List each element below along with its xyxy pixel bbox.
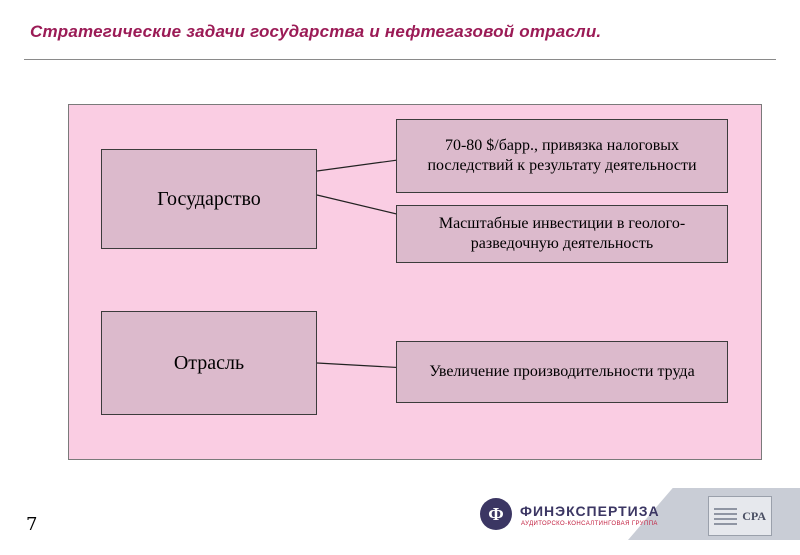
node-price-tax-link: 70-80 $/барр., привязка налоговых послед… <box>396 119 728 193</box>
node-productivity-increase: Увеличение производительности труда <box>396 341 728 403</box>
finexpertiza-logo-icon: Ф <box>480 498 512 530</box>
cpa-badge-fine-print <box>714 505 738 528</box>
node-industry: Отрасль <box>101 311 317 415</box>
cpa-badge: CPA <box>708 496 772 536</box>
cpa-badge-label: CPA <box>742 508 766 523</box>
node-government: Государство <box>101 149 317 249</box>
diagram-canvas: Государство Отрасль 70-80 $/барр., привя… <box>68 104 762 460</box>
finexpertiza-logo-text: ФИНЭКСПЕРТИЗА <box>520 503 660 519</box>
node-exploration-investment: Масштабные инвестиции в геолого-разведоч… <box>396 205 728 263</box>
finexpertiza-logo-tagline: АУДИТОРСКО-КОНСАЛТИНГОВАЯ ГРУППА <box>521 521 658 527</box>
page-title: Стратегические задачи государства и нефт… <box>30 22 602 41</box>
page-number: 7 <box>26 514 38 535</box>
title-divider <box>24 59 776 60</box>
